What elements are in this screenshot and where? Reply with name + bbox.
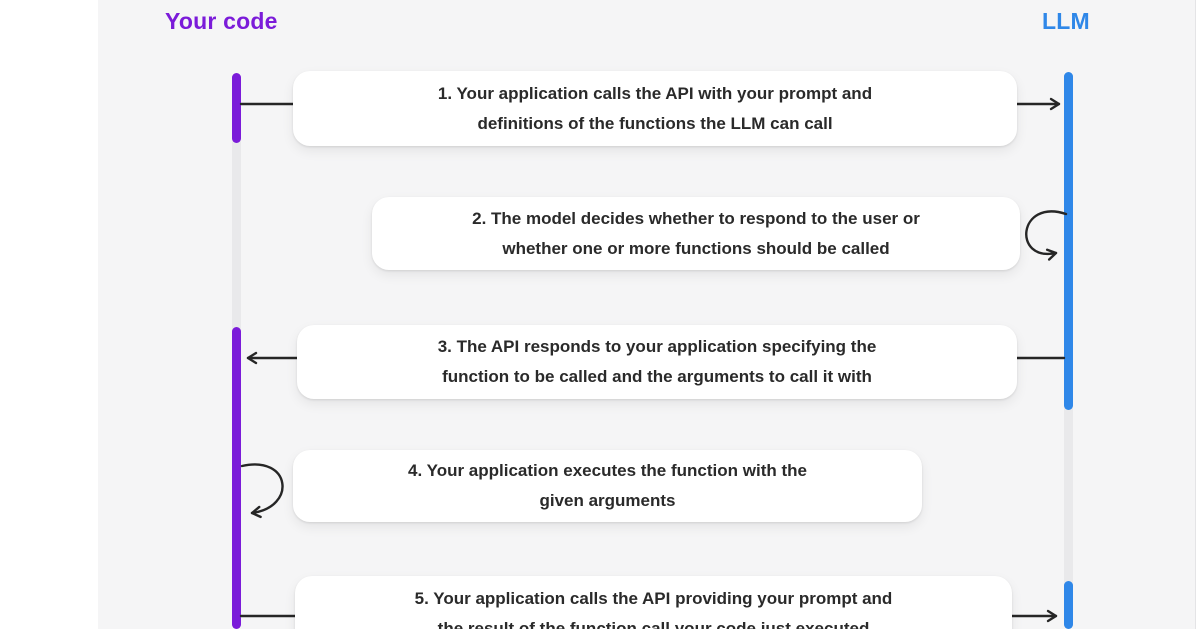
step-4-line-2: given arguments xyxy=(539,491,676,510)
step-5-line-2: the result of the function call your cod… xyxy=(437,618,870,629)
step-1-line-2: definitions of the functions the LLM can… xyxy=(477,113,833,133)
step4-code-self-loop-icon xyxy=(240,463,284,519)
your-code-lane-label: Your code xyxy=(165,8,278,34)
step-box-2: 2. The model decides whether to respond … xyxy=(372,197,1020,270)
step-box-4: 4. Your application executes the functio… xyxy=(293,450,922,522)
step-2-line-1: 2. The model decides whether to respond … xyxy=(472,208,920,228)
step-box-5: 5. Your application calls the API provid… xyxy=(295,576,1012,629)
your-code-active-segment-bottom xyxy=(232,327,241,629)
your-code-active-segment-top xyxy=(232,73,241,143)
llm-active-segment-top xyxy=(1064,72,1073,410)
step-2-line-2: whether one or more functions should be … xyxy=(502,238,890,258)
llm-active-segment-bottom xyxy=(1064,581,1073,629)
step-1-line-1: 1. Your application calls the API with y… xyxy=(437,83,873,103)
step-box-1: 1. Your application calls the API with y… xyxy=(293,71,1017,146)
llm-lane-label: LLM xyxy=(1042,8,1090,34)
step-5-line-1: 5. Your application calls the API provid… xyxy=(414,588,893,608)
step-3-line-1: 3. The API responds to your application … xyxy=(437,337,877,356)
step-3-line-2: function to be called and the arguments … xyxy=(442,367,872,386)
step-4-line-1: 4. Your application executes the functio… xyxy=(408,461,807,480)
step2-llm-self-loop-icon xyxy=(1025,210,1068,261)
step-box-3: 3. The API responds to your application … xyxy=(297,325,1017,399)
